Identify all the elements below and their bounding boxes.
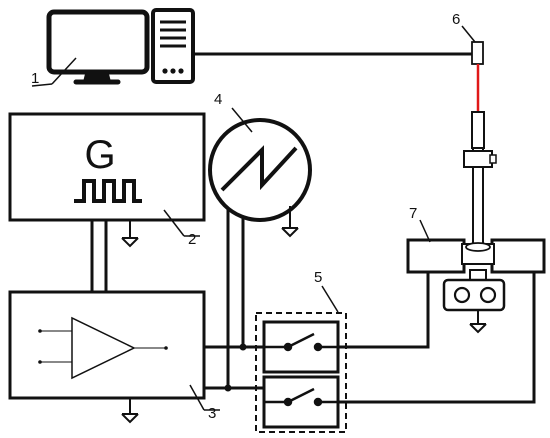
switch-module-icon [255,312,347,433]
square-wave-icon [74,179,142,203]
ground-symbol-icon [469,310,487,334]
op-amp-input-node [38,329,42,333]
wiring [90,52,536,404]
ac-power-source-icon [208,118,312,222]
probe-collar-screw [489,154,497,164]
desktop-computer-icon [46,8,195,85]
switch-contact-bottom-icon [264,387,338,407]
callout-1: 1 [31,70,39,87]
callout-leader-3 [189,384,205,411]
op-amp-input-node [38,360,42,364]
callout-5: 5 [314,269,322,286]
switch-contact-top-icon [264,332,338,352]
callout-leader-2 [163,209,185,237]
switch-to-fixture-right-wire [338,262,536,404]
monitor-stand [83,71,111,81]
pc-tower [151,8,195,84]
tower-button [162,68,168,74]
specimen-wire [465,242,491,252]
callout-leader-4 [231,107,253,133]
support-stem [469,269,487,281]
switch-to-fixture-left-wire [338,262,430,349]
support-bolt-right [479,286,497,304]
callout-leader-5 [321,285,339,313]
callout-6: 6 [452,11,460,28]
callout-leader-7 [419,219,431,243]
support-bolt-left [453,286,471,304]
ground-symbol-icon [121,398,139,424]
callout-underline-1 [31,83,53,87]
sawtooth-wave-icon [220,145,298,192]
callout-leader-6 [461,25,476,43]
ground-symbol-icon [281,206,299,238]
tower-button [170,68,176,74]
probe-collar [463,150,493,168]
left-jaw [406,238,466,274]
callout-2: 2 [188,231,196,248]
junction-dot [224,384,232,392]
callout-3: 3 [208,405,216,422]
generator-box [8,112,206,222]
electrode-clamp-fixture-icon [406,111,546,312]
laser-sensor-icon [471,41,484,112]
amplifier-icon [8,290,206,400]
ground-symbol-icon [121,220,139,248]
tower-button [178,68,184,74]
switch-module-boundary [255,312,347,433]
sensor-body [471,41,484,65]
junction-dot [239,343,247,351]
callout-4: 4 [214,91,222,108]
op-amp-output-node [164,346,168,350]
probe-tip [471,111,485,149]
pulse-generator-icon: G [8,112,206,222]
amplifier-box [8,290,206,400]
callout-7: 7 [409,205,417,222]
op-amp-triangle [71,316,136,380]
monitor-screen [46,9,150,75]
right-jaw [490,238,546,274]
callout-leader-1 [51,57,77,85]
generator-symbol: G [84,133,115,177]
